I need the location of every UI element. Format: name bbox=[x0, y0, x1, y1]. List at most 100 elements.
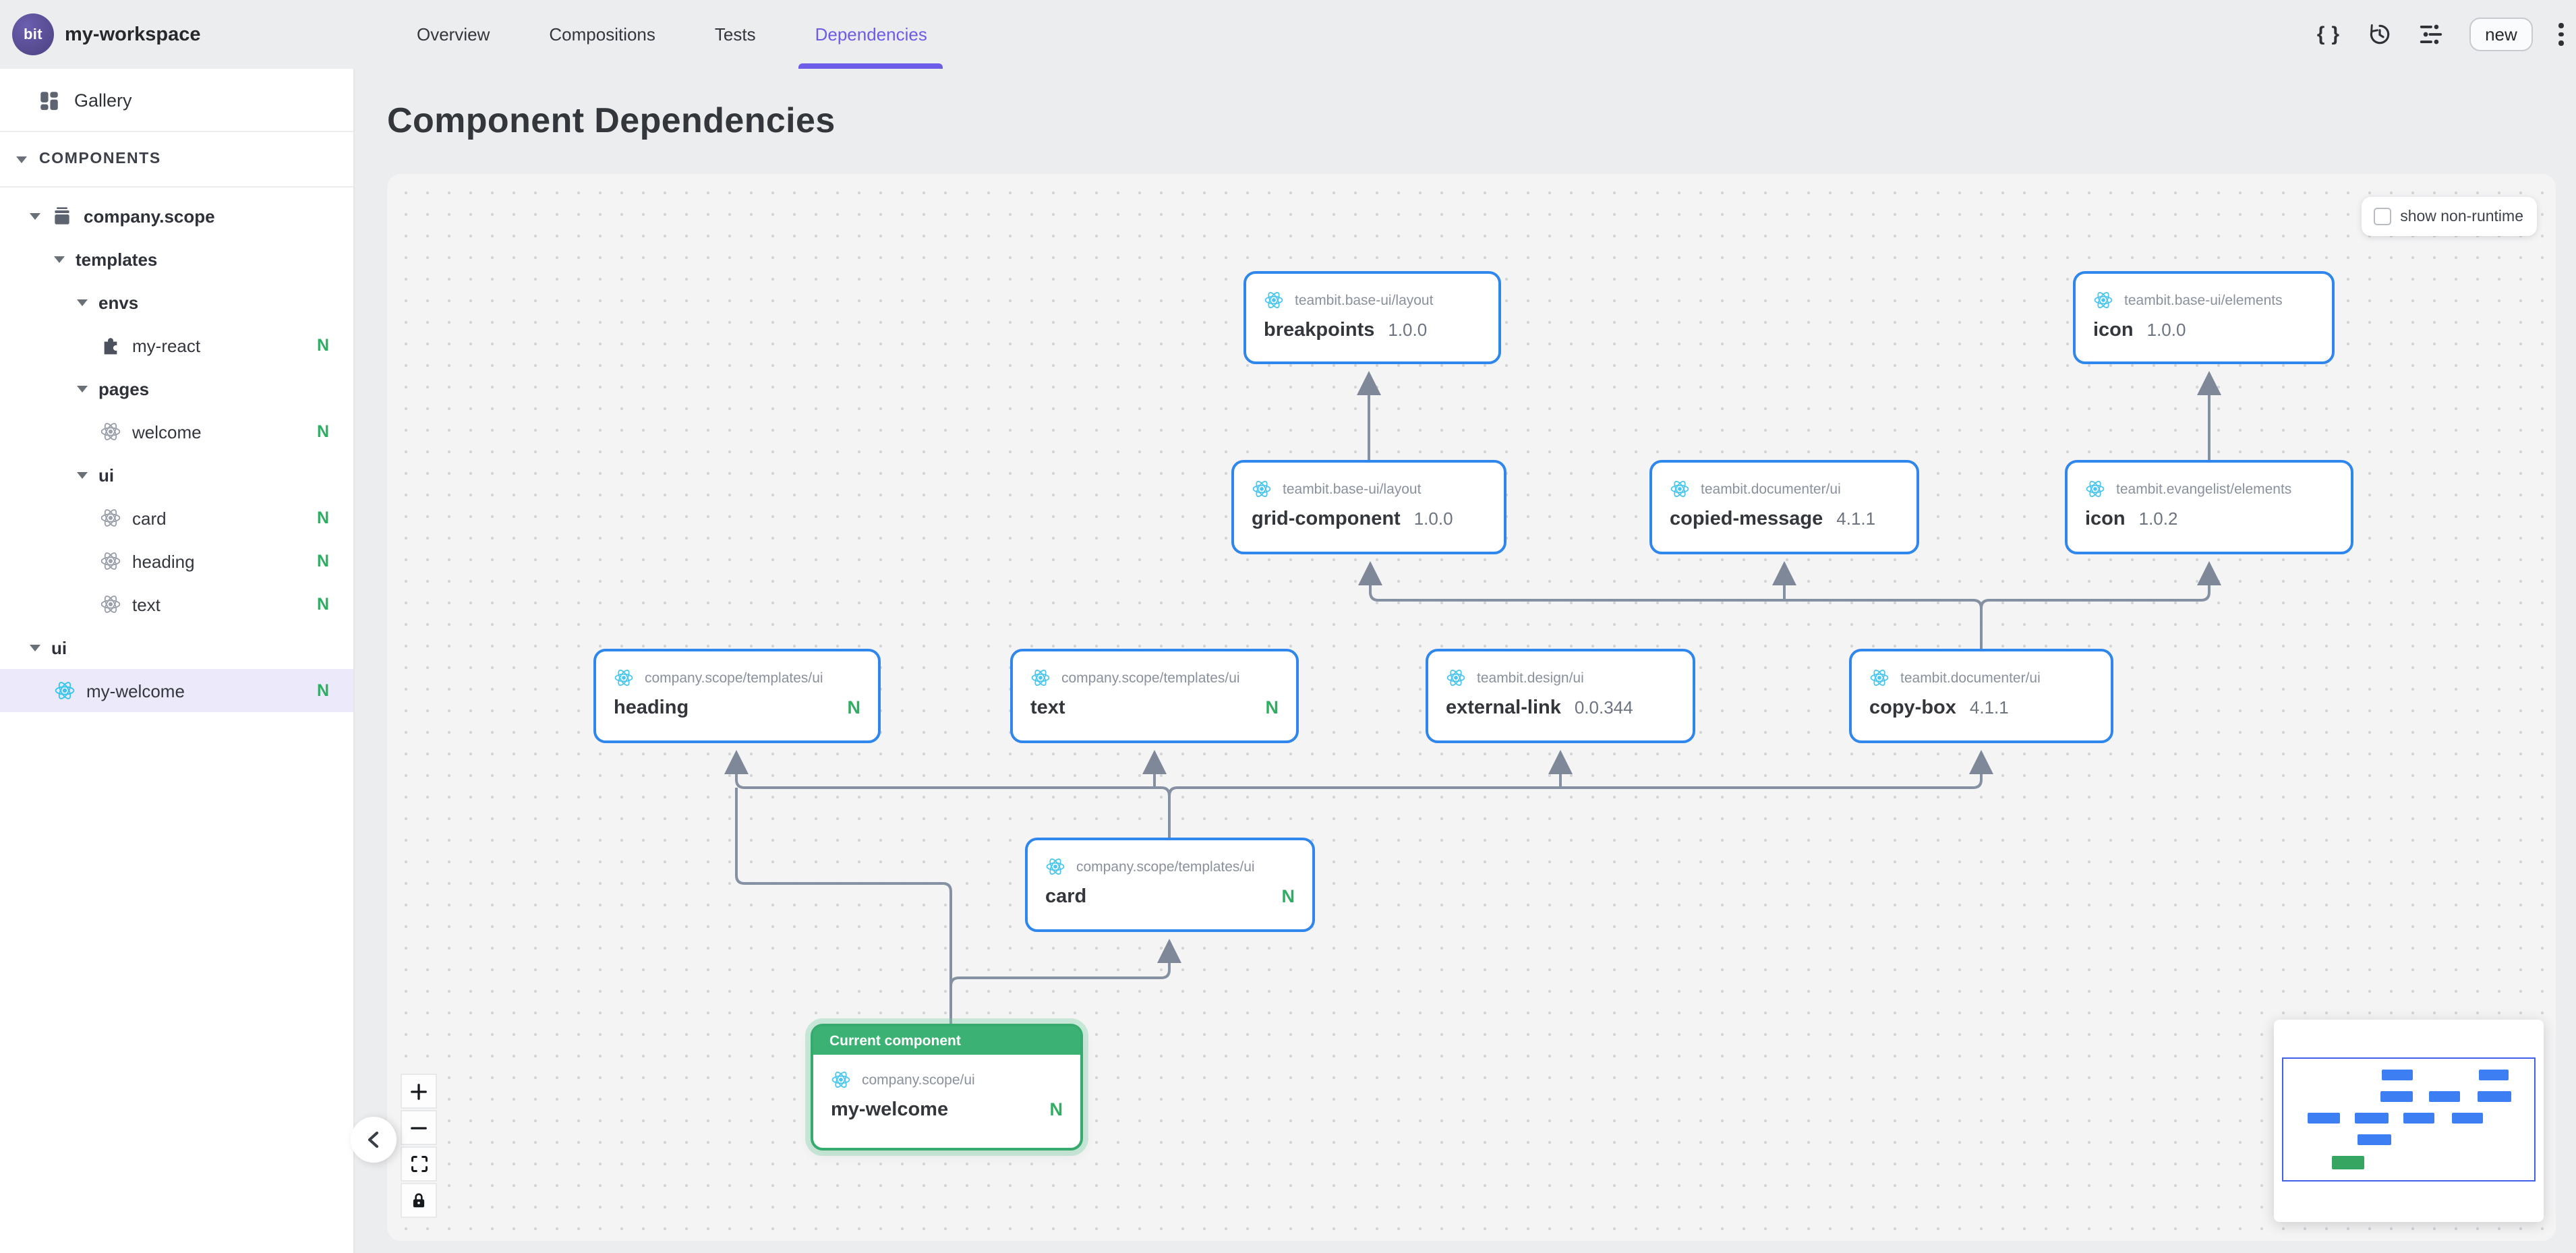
chevron-down-icon[interactable] bbox=[16, 156, 27, 163]
react-icon bbox=[100, 507, 121, 529]
graph-node-grid-component[interactable]: teambit.base-ui/layout grid-component 1.0… bbox=[1231, 460, 1506, 554]
checkbox[interactable] bbox=[2373, 208, 2391, 225]
node-scope: company.scope/templates/ui bbox=[645, 670, 823, 686]
node-scope: company.scope/ui bbox=[862, 1072, 975, 1088]
react-icon bbox=[1252, 479, 1271, 499]
node-scope: teambit.base-ui/layout bbox=[1295, 292, 1434, 308]
sidebar-item-card[interactable]: card N bbox=[0, 496, 353, 540]
node-version: 1.0.0 bbox=[1413, 508, 1453, 529]
kebab-menu-icon[interactable] bbox=[2558, 23, 2564, 46]
lock-button[interactable] bbox=[401, 1183, 437, 1218]
node-name: icon bbox=[2085, 508, 2126, 530]
node-scope: teambit.evangelist/elements bbox=[2116, 481, 2292, 497]
gallery-label: Gallery bbox=[74, 90, 132, 110]
node-version: 1.0.0 bbox=[1388, 320, 1428, 340]
minimap-node bbox=[2380, 1091, 2413, 1103]
chevron-down-icon[interactable] bbox=[77, 471, 88, 478]
node-scope: teambit.documenter/ui bbox=[1701, 481, 1841, 497]
sidebar-item-label: company.scope bbox=[84, 206, 215, 226]
sidebar-collapse-button[interactable] bbox=[351, 1117, 397, 1163]
graph-node-my-welcome-current[interactable]: Current component company.scope/ui my-we… bbox=[811, 1024, 1083, 1150]
react-icon bbox=[1264, 290, 1283, 310]
react-icon bbox=[1446, 668, 1465, 688]
node-version: 1.0.2 bbox=[2138, 508, 2178, 529]
react-icon bbox=[1670, 479, 1689, 499]
plus-icon bbox=[411, 1083, 427, 1099]
sidebar-item-label: pages bbox=[98, 378, 150, 399]
sidebar-item-pages[interactable]: pages bbox=[0, 367, 353, 410]
code-icon[interactable]: { } bbox=[2316, 23, 2341, 46]
sidebar-item-label: ui bbox=[98, 465, 115, 485]
sidebar-item-templates[interactable]: templates bbox=[0, 237, 353, 281]
minus-icon bbox=[411, 1126, 427, 1129]
node-scope: teambit.base-ui/elements bbox=[2124, 292, 2283, 308]
chevron-down-icon[interactable] bbox=[30, 644, 40, 651]
sidebar-item-label: welcome bbox=[132, 421, 202, 442]
sidebar-item-label: text bbox=[132, 594, 160, 614]
node-name: grid-component bbox=[1252, 508, 1401, 530]
minimap-viewport bbox=[2282, 1057, 2536, 1182]
node-scope: teambit.base-ui/layout bbox=[1283, 481, 1422, 497]
new-badge: N bbox=[316, 422, 329, 441]
chevron-down-icon[interactable] bbox=[30, 212, 40, 219]
sidebar-item-label: my-welcome bbox=[86, 680, 185, 701]
new-badge: N bbox=[316, 681, 329, 700]
tab-compositions[interactable]: Compositions bbox=[549, 0, 655, 69]
tab-tests[interactable]: Tests bbox=[715, 0, 756, 69]
fit-view-button[interactable] bbox=[401, 1146, 437, 1182]
sidebar-item-my-react[interactable]: my-react N bbox=[0, 324, 353, 367]
node-version: 1.0.0 bbox=[2146, 320, 2186, 340]
node-scope: company.scope/templates/ui bbox=[1076, 858, 1255, 875]
sidebar-item-ui-templates[interactable]: ui bbox=[0, 453, 353, 496]
node-version: 0.0.344 bbox=[1574, 697, 1633, 718]
minimap-node bbox=[2477, 1091, 2511, 1103]
zoom-in-button[interactable] bbox=[401, 1074, 437, 1109]
react-icon bbox=[1031, 668, 1050, 688]
sidebar-item-envs[interactable]: envs bbox=[0, 281, 353, 324]
sidebar-item-my-welcome[interactable]: my-welcome N bbox=[0, 669, 353, 712]
chevron-left-icon bbox=[368, 1131, 379, 1148]
sidebar-item-label: heading bbox=[132, 551, 195, 571]
graph-node-copied-message[interactable]: teambit.documenter/ui copied-message 4.1.… bbox=[1649, 460, 1919, 554]
tab-overview[interactable]: Overview bbox=[417, 0, 490, 69]
tab-dependencies[interactable]: Dependencies bbox=[798, 0, 943, 69]
node-version: 4.1.1 bbox=[1836, 508, 1876, 529]
minimap-node bbox=[2382, 1070, 2413, 1081]
filter-sliders-icon[interactable] bbox=[2418, 22, 2443, 47]
node-name: copied-message bbox=[1670, 508, 1823, 530]
scope-icon bbox=[55, 207, 69, 225]
history-icon[interactable] bbox=[2366, 22, 2392, 47]
graph-node-icon-102[interactable]: teambit.evangelist/elements icon 1.0.2 bbox=[2065, 460, 2353, 554]
new-badge: N bbox=[1049, 1099, 1063, 1119]
new-badge: N bbox=[1265, 697, 1279, 718]
bit-logo[interactable]: bit bbox=[12, 13, 54, 55]
sidebar-item-gallery[interactable]: Gallery bbox=[0, 69, 353, 132]
sidebar-item-ui[interactable]: ui bbox=[0, 626, 353, 669]
zoom-out-button[interactable] bbox=[401, 1110, 437, 1145]
node-name: text bbox=[1030, 697, 1065, 719]
components-section-header[interactable]: COMPONENTS bbox=[0, 132, 353, 187]
chevron-down-icon[interactable] bbox=[54, 256, 65, 262]
sidebar-item-heading[interactable]: heading N bbox=[0, 540, 353, 583]
react-icon bbox=[100, 593, 121, 615]
sidebar-item-welcome[interactable]: welcome N bbox=[0, 410, 353, 453]
graph-minimap[interactable] bbox=[2274, 1020, 2544, 1222]
chevron-down-icon[interactable] bbox=[77, 385, 88, 392]
sidebar-item-company-scope[interactable]: company.scope bbox=[0, 194, 353, 237]
new-button[interactable]: new bbox=[2469, 18, 2534, 51]
react-icon bbox=[1870, 668, 1889, 688]
chevron-down-icon[interactable] bbox=[77, 299, 88, 305]
sidebar-item-text[interactable]: text N bbox=[0, 583, 353, 626]
current-component-label: Current component bbox=[813, 1026, 1080, 1055]
sidebar-item-label: my-react bbox=[132, 335, 201, 355]
show-non-runtime-toggle[interactable]: show non-runtime bbox=[2361, 197, 2537, 236]
